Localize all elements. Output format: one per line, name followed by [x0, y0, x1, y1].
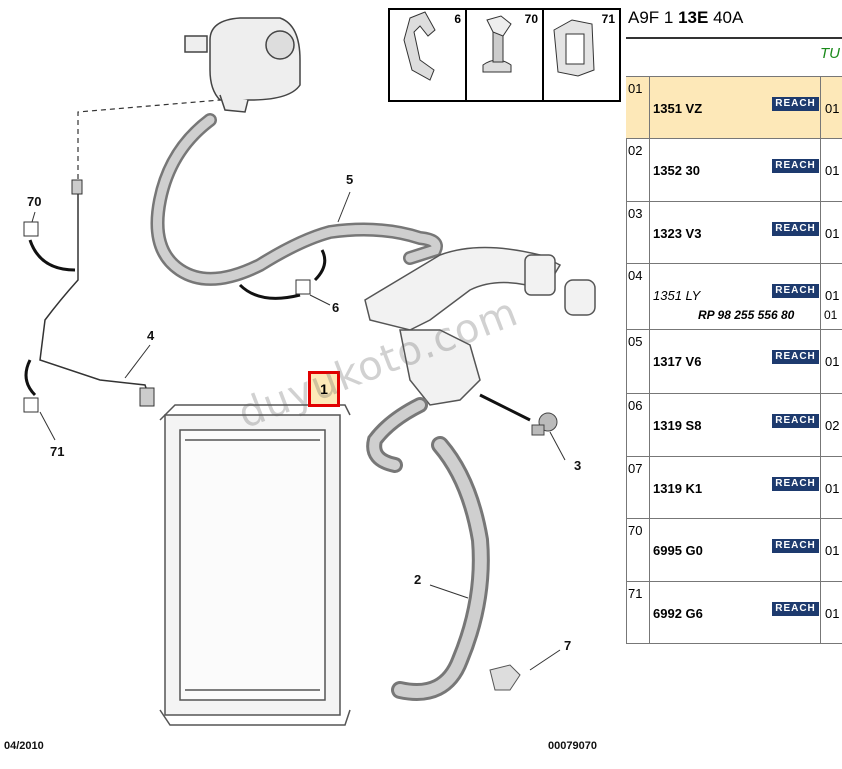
part-index: 06 [626, 394, 650, 456]
reach-badge: REACH [772, 477, 819, 491]
part-index: 04 [626, 264, 650, 329]
bracket-clip-icon [553, 19, 595, 77]
callout-1-label: 1 [320, 381, 328, 397]
diagram-date: 04/2010 [4, 740, 44, 752]
reach-badge: REACH [772, 284, 819, 298]
parts-diagram: 6 70 71 5 4 6 70 71 3 2 7 1 du [4, 8, 621, 752]
hose-5 [150, 113, 443, 286]
part-quantity: 01 [820, 582, 839, 643]
part-reference[interactable]: 1317 V6 [653, 354, 702, 369]
part-quantity: 01 [820, 457, 839, 518]
part-quantity: 01 [820, 139, 839, 201]
diagram-drawing [23, 17, 596, 726]
thumbnail-6[interactable]: 6 [390, 10, 467, 100]
thumbnail-71[interactable]: 71 [544, 10, 619, 100]
callout-70[interactable]: 70 [27, 194, 42, 209]
part-quantity: 01 [820, 77, 839, 138]
header-divider [626, 37, 842, 39]
header-prefix: A9F 1 [628, 8, 679, 27]
thumbnail-number: 70 [524, 12, 538, 26]
reach-badge: REACH [772, 602, 819, 616]
thumbnail-number: 6 [454, 12, 461, 26]
part-reference[interactable]: 1323 V3 [653, 226, 702, 241]
callout-71[interactable]: 71 [50, 444, 65, 459]
thumbnail-number: 71 [601, 12, 615, 26]
radiator [159, 404, 351, 726]
part-quantity: 02 [820, 394, 839, 456]
callout-5[interactable]: 5 [346, 172, 354, 187]
reach-badge: REACH [772, 414, 819, 428]
selected-callout-1[interactable]: 1 [308, 371, 340, 407]
part-reference[interactable]: 1351 VZ [653, 101, 703, 116]
part-index: 02 [626, 139, 650, 201]
reach-badge: REACH [772, 350, 819, 364]
part-reference[interactable]: 1319 S8 [653, 418, 702, 433]
alt-reference[interactable]: RP 98 255 556 80 [698, 308, 795, 322]
part-index: 71 [626, 582, 650, 643]
part-index: 70 [626, 519, 650, 581]
part-index: 05 [626, 330, 650, 393]
diagram-ref: 00079070 [548, 740, 597, 752]
reach-badge: REACH [772, 222, 819, 236]
reach-badge: REACH [772, 97, 819, 111]
sensor [531, 412, 558, 436]
callout-2[interactable]: 2 [414, 572, 422, 587]
part-reference[interactable]: 1319 K1 [653, 481, 703, 496]
part-quantity: 01 [820, 202, 839, 263]
part-reference[interactable]: 6995 G0 [653, 543, 703, 558]
part-reference[interactable]: 1352 30 [653, 163, 700, 178]
table-left-border [626, 76, 627, 644]
thumbnail-70[interactable]: 70 [467, 10, 544, 100]
clip-icon [403, 11, 436, 81]
callout-7[interactable]: 7 [564, 638, 572, 653]
part-reference[interactable]: 6992 G6 [653, 606, 703, 621]
callout-3[interactable]: 3 [574, 458, 582, 473]
clip-thumbnails: 6 70 71 [388, 8, 621, 102]
push-clip-icon [482, 15, 512, 73]
reach-badge: REACH [772, 159, 819, 173]
part-quantity: 01 [820, 519, 839, 581]
panel-header: A9F 1 13E 40A [628, 8, 743, 28]
alt-quantity: 01 [824, 308, 838, 322]
callout-4[interactable]: 4 [147, 328, 155, 343]
harness [39, 190, 151, 401]
part-index: 01 [626, 77, 650, 138]
part-index: 07 [626, 457, 650, 518]
header-bold: 13E [678, 8, 709, 27]
part-reference[interactable]: 1351 LY [653, 288, 701, 303]
part-index: 03 [626, 202, 650, 263]
header-suffix: 40A [708, 8, 744, 27]
clip-7 [489, 664, 521, 691]
callout-6[interactable]: 6 [332, 300, 340, 315]
panel-subheader: TU [820, 45, 840, 62]
water-outlet [364, 246, 596, 406]
part-quantity: 01 [820, 330, 839, 393]
expansion-tank [184, 17, 301, 113]
reach-badge: REACH [772, 539, 819, 553]
part-quantity: 01 [820, 264, 839, 329]
